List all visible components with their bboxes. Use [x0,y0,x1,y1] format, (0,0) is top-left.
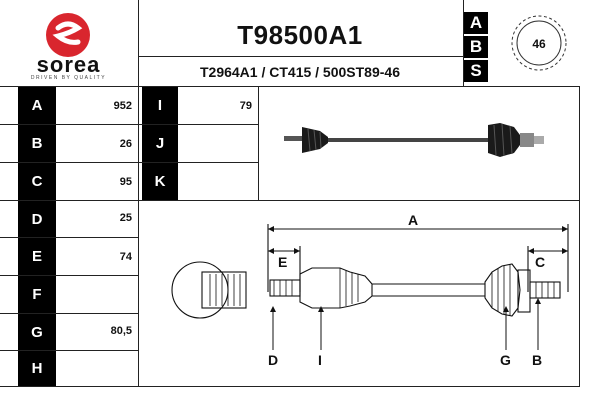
callout-b: B [532,352,543,368]
spec-value-i: 79 [239,100,252,112]
spec-label-a: A [18,87,56,124]
abs-letter-b: B [464,36,488,58]
shaft-diagram-icon [171,224,569,350]
brand-logo [0,0,137,86]
spec-label-f: F [18,276,56,313]
spec-value-g: 80,5 [110,325,132,337]
cross-references: T2964A1 / CT415 / 500ST89-46 [199,64,400,80]
spec-value-d: 25 [119,212,132,224]
spec-label-g: G [18,314,56,350]
spec-label-k: K [142,163,178,200]
abs-teeth-count: 46 [532,37,546,51]
brand-wordmark: sorea [36,52,101,77]
callout-g: G [500,352,511,368]
spec-label-j: J [142,125,178,162]
spec-value-e: 74 [119,251,132,263]
drive-shaft-icon [284,123,544,157]
spec-value-a: 952 [113,100,132,112]
abs-letter-a: A [464,12,488,34]
diagram-dim-c: C [535,254,546,270]
spec-label-d: D [18,201,56,237]
abs-ring-icon [506,10,572,76]
spec-label-h: H [18,351,56,386]
spec-value-b: 26 [119,138,132,150]
spec-label-c: C [18,163,56,200]
sorea-logo-icon [46,13,90,57]
diagram-dim-a: A [408,212,419,228]
spec-label-i: I [142,87,178,124]
spec-label-b: B [18,125,56,162]
diagram-dim-e: E [278,254,288,270]
product-photo [262,105,577,175]
technical-diagram [140,202,578,386]
spec-label-e: E [18,238,56,275]
callout-d: D [268,352,279,368]
part-number: T98500A1 [237,20,363,50]
brand-tagline: DRIVEN BY QUALITY [30,75,107,81]
abs-letter-s: S [464,60,488,82]
callout-i: I [318,352,322,368]
spec-value-c: 95 [119,176,132,188]
